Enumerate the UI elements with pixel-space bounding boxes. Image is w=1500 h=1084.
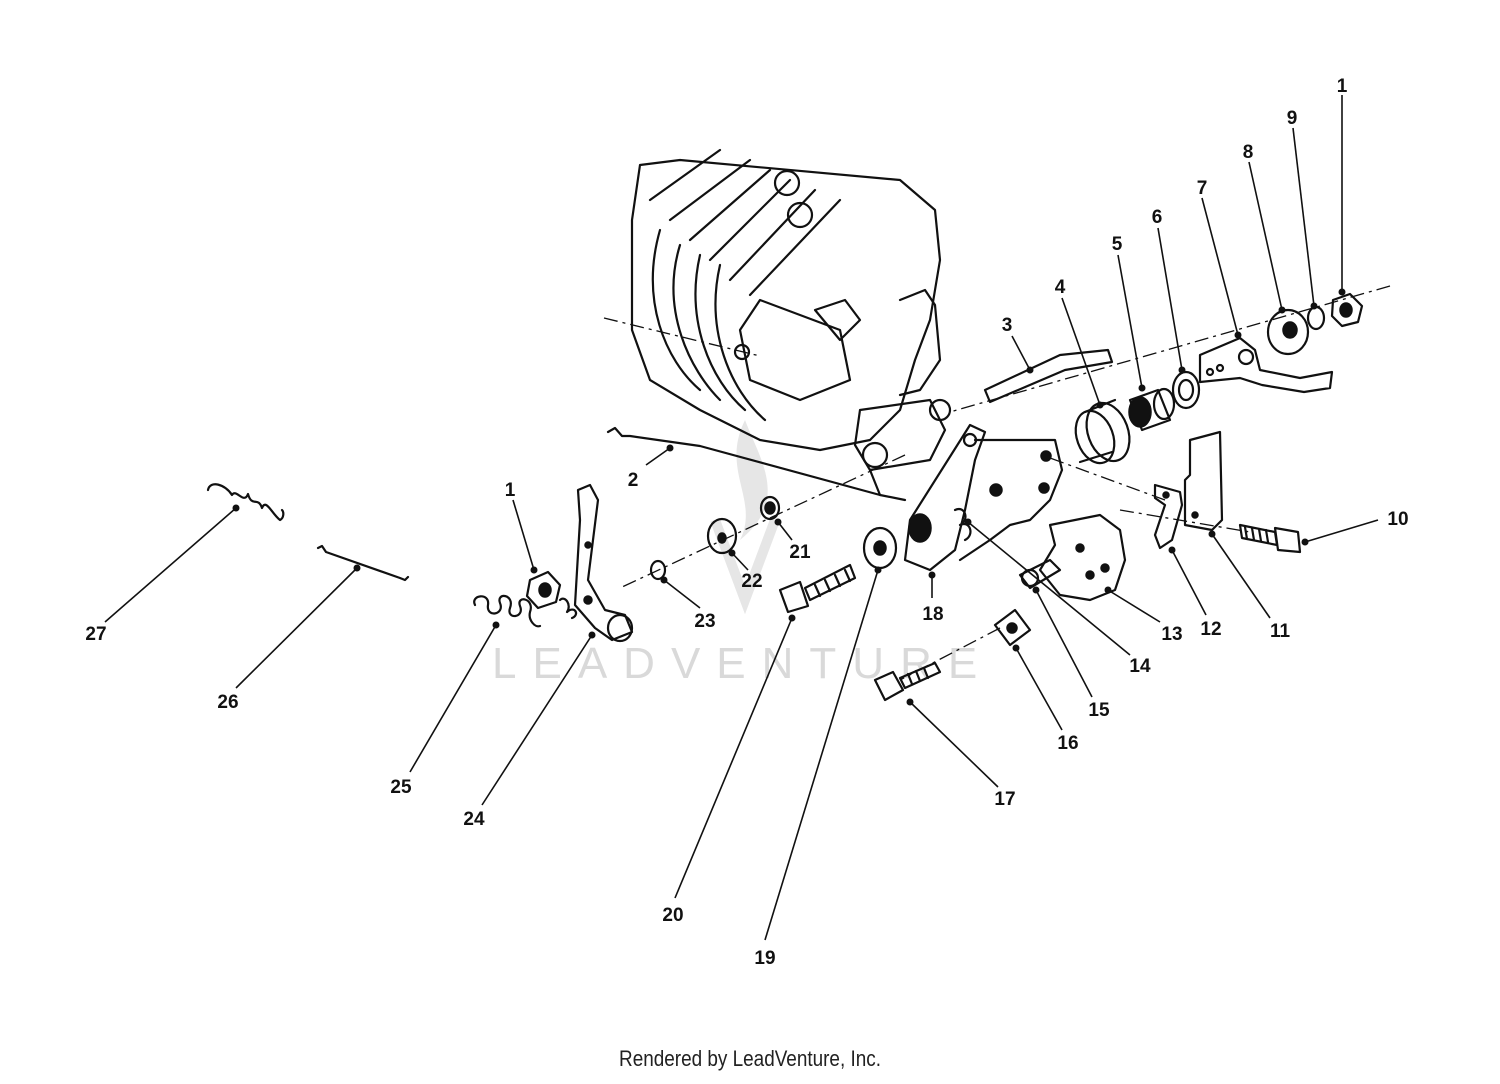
callout-15: 15 — [1088, 700, 1110, 721]
screw-part-10 — [1238, 523, 1302, 554]
clip-part-12 — [1153, 483, 1184, 550]
nut-part-1-right — [1330, 292, 1364, 328]
spring-part-25 — [473, 594, 542, 628]
callout-22: 22 — [741, 571, 762, 592]
ring-part-23 — [649, 559, 667, 581]
engine-block — [630, 148, 952, 502]
screw-part-17 — [873, 661, 942, 702]
callout-5: 5 — [1112, 234, 1123, 255]
nut-part-1-left — [525, 570, 578, 620]
footer-credit: Rendered by LeadVenture, Inc. — [619, 1046, 881, 1071]
bracket-part-11 — [1183, 430, 1224, 532]
callout-2: 2 — [628, 470, 639, 491]
callout-labels: 1 9 8 7 6 5 4 3 2 1 21 22 23 27 26 25 24… — [85, 76, 1408, 969]
callout-20: 20 — [662, 905, 683, 926]
pin-part-15 — [1020, 568, 1040, 588]
bolt-part-20 — [778, 563, 857, 614]
callout-8: 8 — [1243, 142, 1254, 163]
bushing-part-5 — [1128, 387, 1176, 432]
plate-part-13 — [1038, 513, 1127, 602]
callout-10: 10 — [1387, 509, 1408, 530]
callout-18: 18 — [922, 604, 943, 625]
washer-part-19 — [862, 526, 898, 570]
callout-24: 24 — [463, 809, 485, 830]
wire-part-2 — [606, 426, 882, 497]
leader-lines — [104, 95, 1379, 941]
wire-part-26 — [316, 544, 410, 582]
callout-19: 19 — [754, 948, 775, 969]
callout-6: 6 — [1152, 207, 1163, 228]
watermark-text: LEADVENTURE — [492, 639, 993, 688]
lever-part-24 — [573, 483, 634, 643]
washer-part-8 — [1266, 308, 1310, 356]
callout-27: 27 — [85, 624, 106, 645]
callout-13: 13 — [1161, 624, 1182, 645]
bushing-part-4 — [1074, 398, 1131, 465]
callout-11: 11 — [1270, 621, 1291, 642]
leadventure-watermark: LEADVENTURE — [492, 420, 993, 688]
washer-part-22 — [706, 517, 738, 555]
governor-shaft-part-3 — [983, 348, 1114, 404]
washer-part-6 — [1171, 370, 1201, 410]
callout-26: 26 — [217, 692, 238, 713]
callout-25: 25 — [390, 777, 412, 798]
callout-9: 9 — [1287, 108, 1298, 129]
bracket-part-18 — [903, 423, 1064, 572]
spring-part-27 — [206, 483, 285, 522]
callout-1-left: 1 — [505, 480, 516, 501]
nut-part-21 — [759, 495, 781, 521]
callout-12: 12 — [1200, 619, 1221, 640]
callout-17: 17 — [994, 789, 1015, 810]
callout-4: 4 — [1055, 277, 1066, 298]
lever-part-7 — [1198, 336, 1334, 394]
callout-7: 7 — [1197, 178, 1208, 199]
callout-23: 23 — [694, 611, 715, 632]
callout-14: 14 — [1129, 656, 1151, 677]
ring-part-9 — [1306, 305, 1326, 331]
callout-16: 16 — [1057, 733, 1078, 754]
spring-part-14 — [1018, 558, 1062, 590]
callout-1-right: 1 — [1337, 76, 1348, 97]
nut-part-16 — [993, 608, 1032, 647]
callout-3: 3 — [1002, 315, 1013, 336]
callout-21: 21 — [789, 542, 811, 563]
